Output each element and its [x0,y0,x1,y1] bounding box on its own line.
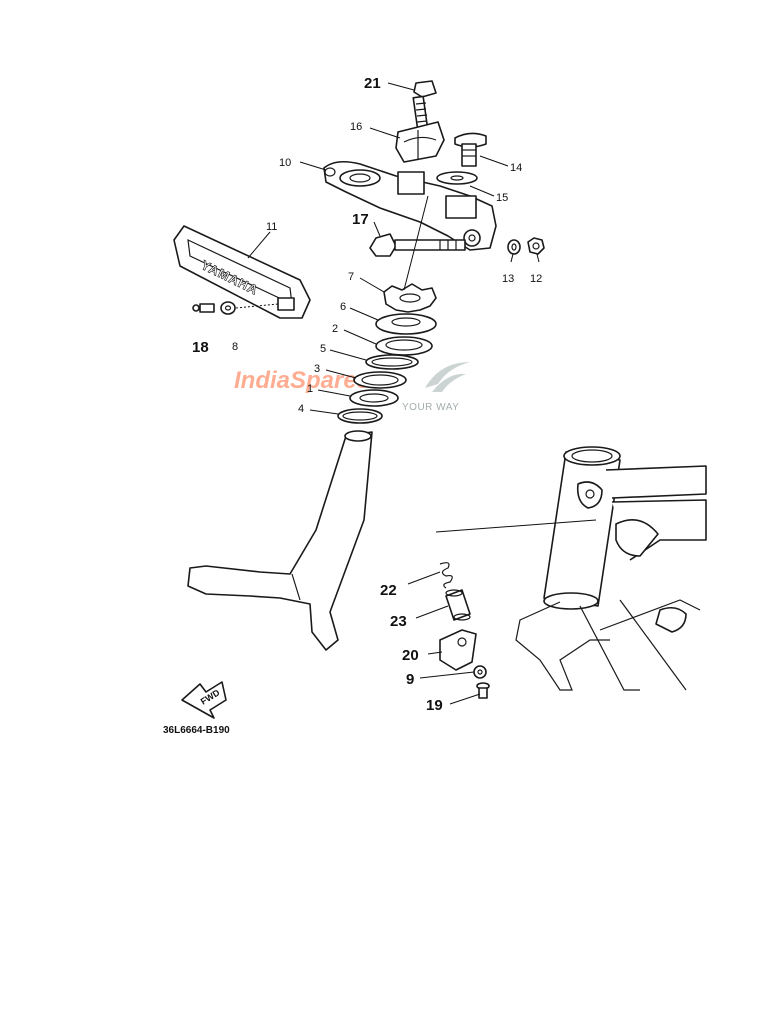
callouts: 21 16 14 10 15 17 13 12 11 7 6 2 5 3 1 4… [192,75,542,714]
part-2-bearing-race [375,336,433,356]
watermark: IndiaSpares YOUR WAY [234,362,470,413]
part-3-bearing [353,371,407,389]
callout-6: 6 [340,301,346,313]
callout-5: 5 [320,343,326,355]
part-4-seal [337,408,383,424]
callout-7: 7 [348,271,354,283]
part-11-emblem: YAMAHA [173,225,311,319]
callout-21: 21 [364,75,381,92]
part-17-pinch-bolt [369,233,466,257]
part-8-washer [220,301,279,315]
part-1-bearing-race [349,389,399,407]
figure-code: 36L6664-B190 [163,725,230,736]
part-19-screw [476,682,490,699]
part-20-cover-plate [439,629,477,671]
part-7-ring-nut [383,283,437,313]
callout-15: 15 [496,192,508,204]
part-14-bolt [454,132,487,167]
callout-3: 3 [314,363,320,375]
lower-bracket-stem [187,430,373,651]
callout-10: 10 [279,157,291,169]
callout-8: 8 [232,341,238,353]
callout-18: 18 [192,339,209,356]
callout-1: 1 [307,383,313,395]
callout-14: 14 [510,162,522,174]
callout-17: 17 [352,211,369,228]
fwd-arrow-icon: FWD [181,681,227,719]
callout-2: 2 [332,323,338,335]
callout-11: 11 [266,221,277,233]
part-6-washer [375,313,437,335]
part-10-upper-bracket [323,160,497,251]
part-13-washer [507,239,521,255]
part-15-washer [436,171,478,185]
part-23-plunger [445,589,471,621]
part-12-nut [527,237,545,255]
part-5-ring [365,354,419,370]
callout-9: 9 [406,671,414,688]
watermark-brand: IndiaSpares [234,367,370,394]
part-18-screw [192,303,215,313]
part-16-handlebar-holder [395,121,445,163]
callout-22: 22 [380,582,397,599]
leader-lines [247,82,540,705]
frame-leader-line [435,519,597,533]
callout-23: 23 [390,613,407,630]
watermark-tagline: YOUR WAY [402,402,459,413]
part-9-washer [473,665,487,679]
callout-13: 13 [502,273,514,285]
callout-20: 20 [402,647,419,664]
callout-16: 16 [350,121,362,133]
assembly-axis-line [403,195,429,291]
callout-12: 12 [530,273,542,285]
callout-4: 4 [298,403,304,415]
callout-19: 19 [426,697,443,714]
frame-head-tube [435,446,707,691]
watermark-swoosh-icon [425,362,470,392]
part-22-spring [439,562,453,589]
